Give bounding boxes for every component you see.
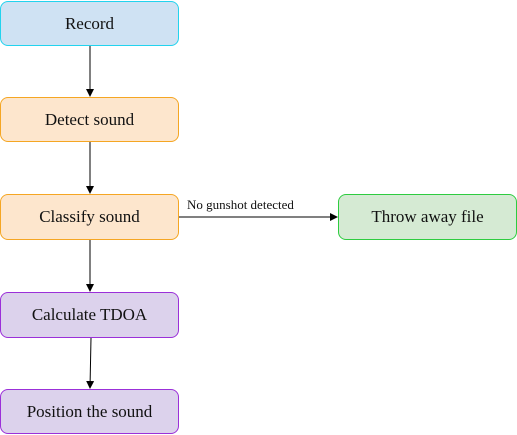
edge-tdoa-to-position xyxy=(86,337,95,389)
node-classify-sound: Classify sound xyxy=(0,194,179,240)
node-position-the-sound: Position the sound xyxy=(0,389,179,434)
node-throw-away-file: Throw away file xyxy=(338,194,517,240)
node-record: Record xyxy=(0,1,179,46)
node-calculate-tdoa: Calculate TDOA xyxy=(0,292,179,338)
edge-label-no-gunshot: No gunshot detected xyxy=(187,197,294,212)
node-detect-sound: Detect sound xyxy=(0,97,179,142)
